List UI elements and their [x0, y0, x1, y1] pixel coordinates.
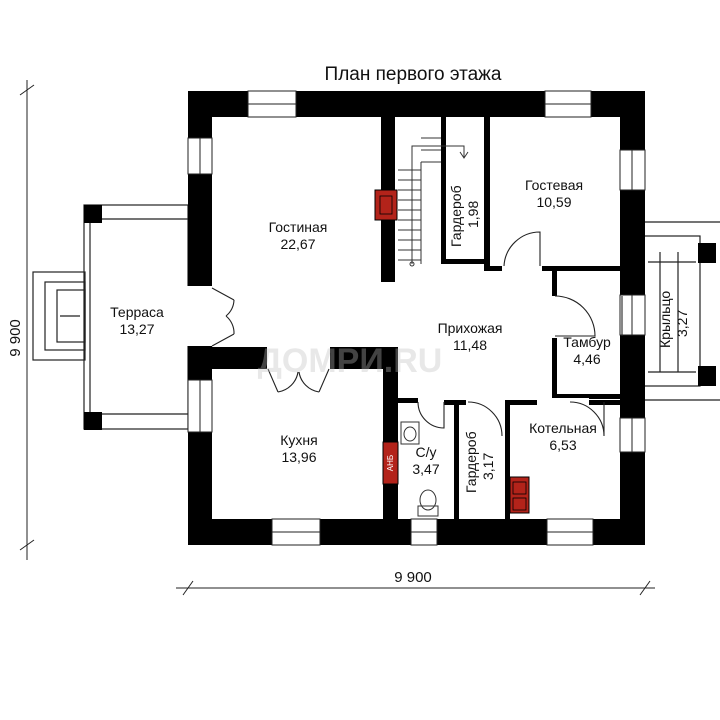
room-area: 13,27 — [119, 321, 154, 337]
room-name: Гостиная — [269, 219, 328, 235]
room-name: Прихожая — [438, 320, 503, 336]
room-area: 11,48 — [453, 337, 487, 353]
porch-structure — [641, 221, 720, 401]
room-name: Крыльцо — [657, 291, 673, 348]
room-area: 3,47 — [412, 461, 439, 477]
room-name: Терраса — [110, 304, 164, 320]
terrace-post-bottom — [84, 412, 102, 430]
room-label-wardrobe1: Гардероб 1,98 — [448, 185, 481, 247]
room-area: 4,46 — [573, 351, 600, 367]
room-label-kitchen: Кухня 13,96 — [280, 432, 317, 465]
staircase — [398, 137, 469, 267]
room-name: Кухня — [280, 432, 317, 448]
room-area: 13,96 — [281, 449, 316, 465]
porch-post-top — [698, 243, 716, 263]
room-area: 3,27 — [674, 310, 690, 337]
dimension-width: 9 900 — [394, 569, 432, 586]
room-name: Гостевая — [525, 177, 583, 193]
room-label-wc: С/у 3,47 — [412, 444, 439, 477]
room-label-boiler: Котельная 6,53 — [529, 420, 597, 453]
windows — [187, 90, 646, 546]
doors — [186, 231, 623, 437]
room-name: Котельная — [529, 420, 597, 436]
room-label-living: Гостиная 22,67 — [269, 219, 328, 252]
dimension-vertical — [19, 80, 35, 560]
boiler-unit — [509, 476, 530, 514]
room-area: 22,67 — [280, 236, 315, 252]
room-name: Гардероб — [448, 185, 464, 247]
room-name: Гардероб — [463, 431, 479, 493]
dimension-horizontal — [176, 580, 655, 596]
room-area: 6,53 — [549, 437, 576, 453]
room-label-terrace: Терраса 13,27 — [110, 304, 164, 337]
watermark: ДОМРИ.RU — [258, 342, 443, 380]
room-name: С/у — [416, 444, 437, 460]
stove-label: АНБ — [386, 455, 395, 471]
room-label-guest: Гостевая 10,59 — [525, 177, 583, 210]
room-label-vestibule: Тамбур 4,46 — [563, 334, 611, 367]
room-label-porch: Крыльцо 3,27 — [657, 291, 690, 348]
room-name: Тамбур — [563, 334, 611, 350]
dimension-height: 9 900 — [7, 319, 24, 357]
kitchen-stove — [382, 441, 399, 485]
living-stove — [374, 189, 398, 221]
room-area: 10,59 — [536, 194, 571, 210]
terrace-post-top — [84, 205, 102, 223]
room-area: 3,17 — [480, 453, 496, 480]
room-label-wardrobe2: Гардероб 3,17 — [463, 431, 496, 493]
plan-title: План первого этажа — [325, 64, 502, 85]
wc-fixtures — [400, 421, 439, 517]
room-label-hall: Прихожая 11,48 — [438, 320, 503, 353]
porch-post-bottom — [698, 366, 716, 386]
room-area: 1,98 — [465, 201, 481, 228]
